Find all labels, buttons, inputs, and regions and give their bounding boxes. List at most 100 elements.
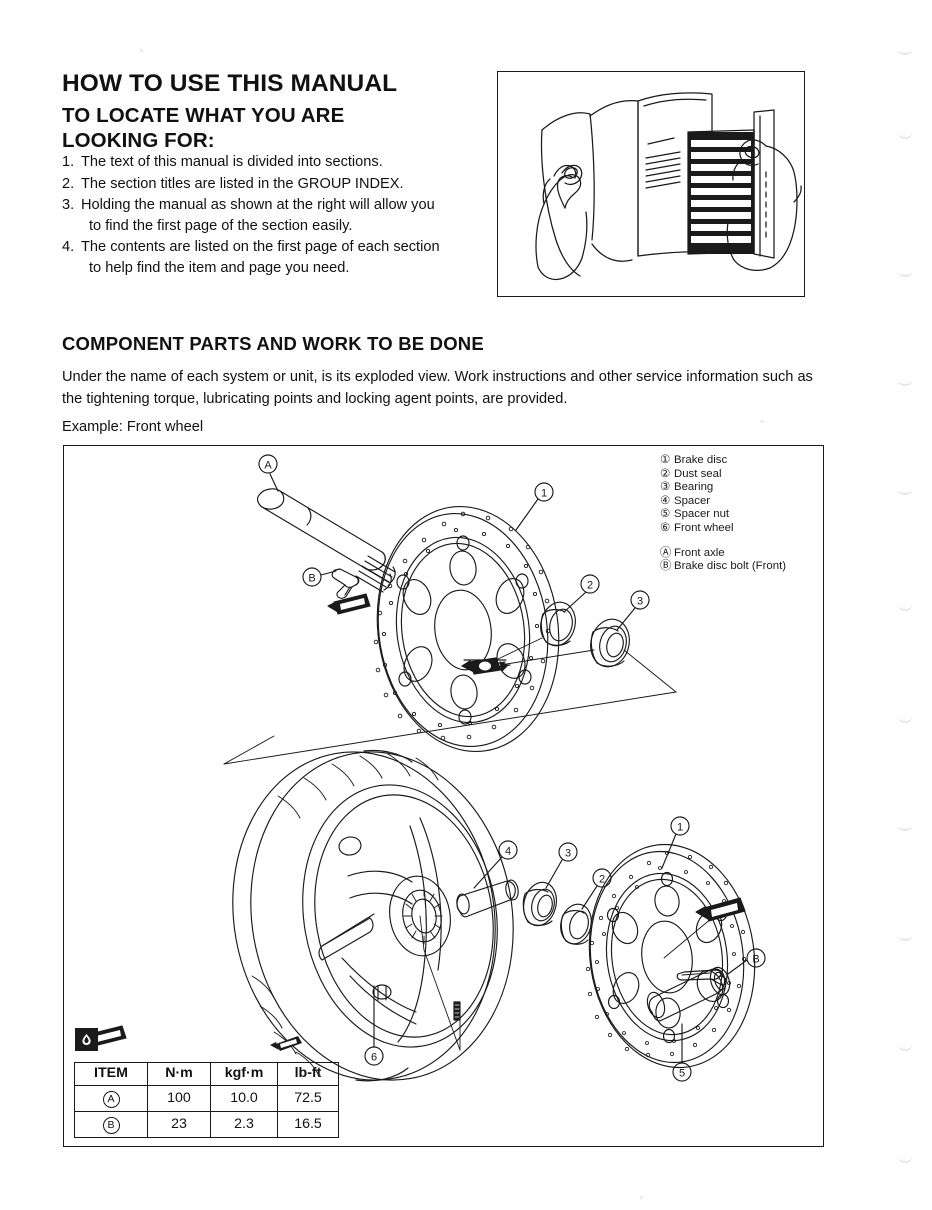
assembly-guide-line: [623, 649, 677, 693]
disc-bolt-bosses-upper: [396, 535, 532, 725]
torque-specification-block: ITEM N·m kgf·m lb-ft A 100 10.0 72.5 B: [74, 1028, 339, 1138]
callout-3-upper: 3: [616, 590, 650, 631]
section-paragraph: Under the name of each system or unit, i…: [62, 369, 813, 407]
exploded-view-diagram: A B: [63, 445, 824, 1147]
brake-disc-lower: [585, 843, 756, 1069]
cell-nm: 100: [147, 1085, 211, 1112]
hub-leader-lower: [419, 915, 425, 951]
brake-disc-upper: [373, 505, 560, 753]
scan-speckle: [140, 49, 143, 52]
legend-mark: ⑤: [660, 508, 671, 521]
circled-letter-A: A: [102, 1091, 120, 1108]
callout-4-lower: 4: [473, 840, 518, 889]
callout-1-lower: 1: [661, 816, 690, 869]
cell-lbft: 72.5: [277, 1085, 339, 1112]
bearing-upper: [590, 618, 630, 668]
binder-hole-mark: [898, 44, 912, 55]
spacer-lower: [456, 879, 519, 918]
binder-hole-mark: [898, 930, 912, 941]
legend-mark: ②: [660, 467, 671, 480]
binder-hole-mark: [898, 712, 912, 723]
bearing-lower: [522, 881, 557, 927]
list-item-continuation: to find the first page of the section ea…: [89, 217, 353, 234]
callout-1-upper: 1: [515, 482, 554, 531]
front-wheel-exploded-drawing: A B: [83, 454, 766, 1082]
list-item-text: The text of this manual is divided into …: [81, 154, 383, 170]
list-item-number: 2.: [62, 175, 75, 192]
svg-text:1: 1: [541, 488, 547, 500]
cell-item: A: [74, 1085, 148, 1112]
thread-locking-agent-icon-upper: [327, 593, 371, 615]
assembly-guide-line: [223, 735, 275, 765]
legend-label: Front axle: [674, 546, 725, 559]
legend-label: Brake disc bolt (Front): [674, 560, 787, 573]
binder-hole-mark: [898, 1152, 912, 1163]
legend-mark: ①: [660, 454, 671, 466]
legend-label: Dust seal: [674, 467, 722, 480]
binder-hole-mark: [898, 600, 912, 611]
circled-letter-B: B: [102, 1117, 120, 1134]
symbol-row: [74, 1028, 322, 1062]
svg-text:5: 5: [679, 1068, 685, 1080]
spacer-nut-lower: [646, 966, 731, 1022]
page-subtitle-line2: LOOKING FOR:: [62, 129, 215, 152]
example-caption: Example: Front wheel: [62, 419, 204, 435]
list-item-continuation: to help find the item and page you need.: [89, 259, 350, 276]
callout-5-lower: 5: [672, 1023, 692, 1082]
cell-kgfm: 10.0: [210, 1085, 278, 1112]
cell-item: B: [74, 1111, 148, 1138]
bolt-leader-upper: [344, 586, 351, 596]
list-item-number: 3.: [62, 197, 75, 214]
disc-slots-upper: [402, 550, 526, 710]
oil-drop-glyph: [82, 1034, 91, 1045]
cell-lbft: 16.5: [277, 1111, 339, 1138]
brake-disc-bolt-upper: [331, 568, 360, 599]
legend-mark: ④: [660, 494, 671, 507]
legend-label: Bearing: [674, 481, 714, 494]
front-axle-part: [256, 488, 396, 593]
instruction-list: 1. The text of this manual is divided in…: [62, 152, 492, 280]
assembly-guide-line: [223, 691, 677, 765]
callout-A-upper: A: [258, 454, 279, 492]
svg-text:2: 2: [587, 580, 593, 592]
legend-label: Front wheel: [674, 521, 734, 534]
column-header-lbft: lb-ft: [277, 1062, 339, 1086]
list-item-text: Holding the manual as shown at the right…: [81, 197, 435, 214]
list-item-number: 4.: [62, 239, 75, 256]
section-heading: COMPONENT PARTS AND WORK TO BE DONE: [62, 333, 484, 354]
list-item: 1. The text of this manual is divided in…: [62, 152, 492, 173]
binder-hole-mark: [898, 820, 912, 831]
holding-manual-illustration: [497, 71, 805, 297]
binder-hole-mark: [898, 266, 912, 277]
list-item-text: The section titles are listed in the GRO…: [81, 175, 404, 192]
grease-point-icon-upper: [461, 637, 595, 675]
table-row: A 100 10.0 72.5: [74, 1085, 339, 1112]
column-header-nm: N·m: [147, 1062, 211, 1086]
thread-locking-agent-icon-lower2: [695, 897, 746, 922]
callout-B-upper: B: [302, 567, 337, 587]
legend-label: Brake disc: [674, 454, 728, 466]
legend-mark: ③: [660, 481, 671, 494]
svg-text:B: B: [752, 954, 759, 966]
svg-text:1: 1: [677, 822, 683, 834]
svg-text:6: 6: [371, 1052, 377, 1064]
lock-tag-glyph: [270, 1036, 302, 1051]
cell-nm: 23: [147, 1111, 211, 1138]
page-subtitle-line1: TO LOCATE WHAT YOU ARE: [62, 104, 345, 127]
cell-kgfm: 2.3: [210, 1111, 278, 1138]
thread-locking-agent-icon: [270, 1032, 304, 1057]
callout-B-lower: B: [727, 948, 766, 975]
brake-disc-bolt-lower: [676, 969, 727, 986]
torque-table: ITEM N·m kgf·m lb-ft A 100 10.0 72.5 B: [74, 1062, 339, 1138]
svg-text:4: 4: [505, 846, 511, 858]
table-header-row: ITEM N·m kgf·m lb-ft: [74, 1062, 339, 1086]
callout-6-lower: 6: [364, 985, 384, 1066]
legend-mark: ⑥: [660, 521, 671, 534]
